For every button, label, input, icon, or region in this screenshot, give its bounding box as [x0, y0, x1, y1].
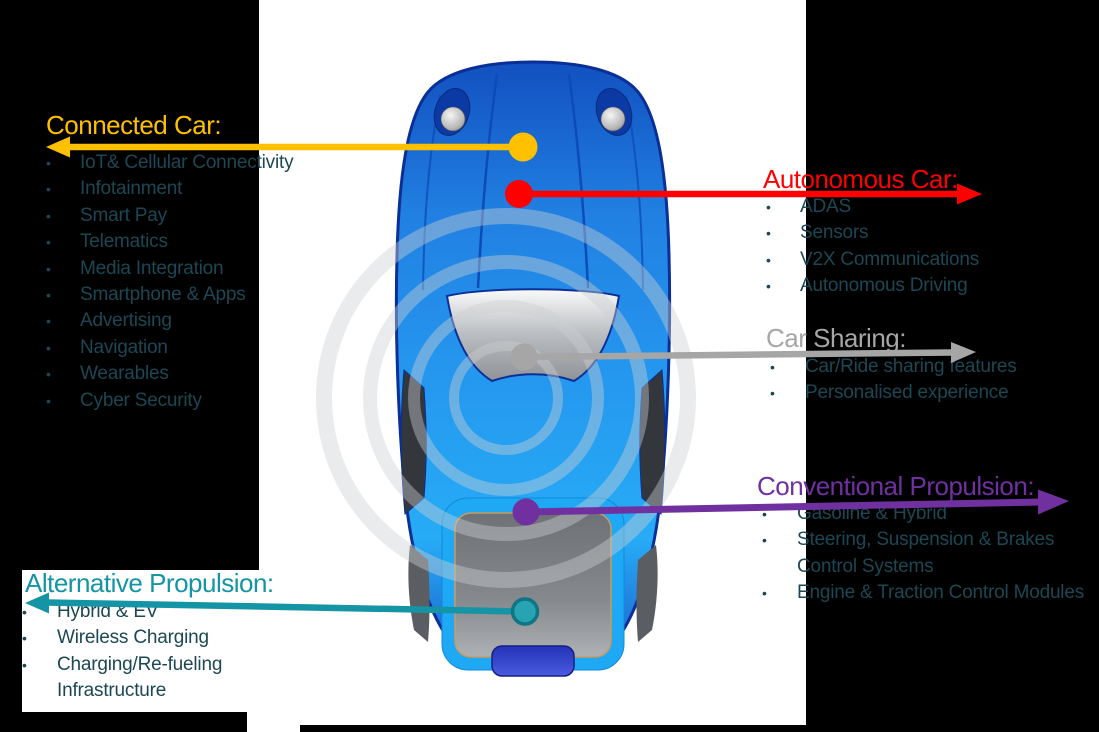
- list-item: •Sensors: [766, 220, 979, 246]
- bullet-icon: •: [46, 260, 51, 277]
- slide-white-area: [259, 0, 806, 727]
- bullet-icon: •: [46, 392, 51, 409]
- bullet-icon: •: [46, 313, 51, 330]
- alternative-propulsion-heading: Alternative Propulsion:: [25, 568, 274, 598]
- list-item: •Smart Pay: [46, 203, 293, 229]
- car-sharing-list: •Car/Ride sharing features •Personalised…: [770, 354, 1017, 407]
- conventional-propulsion-list: •Gasoline & Hybrid •Steering, Suspension…: [762, 501, 1087, 607]
- bullet-icon: •: [46, 181, 51, 198]
- bullet-icon: •: [770, 385, 775, 402]
- bullet-icon: •: [46, 155, 51, 171]
- list-item: •Charging/Re-fueling Infrastructure: [22, 653, 223, 702]
- bullet-icon: •: [762, 585, 767, 602]
- bullet-icon: •: [762, 506, 767, 522]
- bullet-icon: •: [22, 604, 27, 620]
- list-item: •Advertising: [46, 308, 293, 334]
- list-item: •Wireless Charging: [22, 625, 257, 651]
- bullet-icon: •: [766, 278, 771, 295]
- list-item: •Navigation: [46, 335, 293, 361]
- list-item: •Gasoline & Hybrid: [762, 501, 1087, 527]
- bullet-icon: •: [770, 359, 775, 375]
- list-item: •IoT& Cellular Connectivity: [46, 150, 294, 176]
- list-item: •Personalised experience: [770, 380, 1017, 406]
- list-item: •Cyber Security: [46, 388, 293, 414]
- list-item: •Telematics: [46, 229, 293, 255]
- bullet-icon: •: [766, 225, 771, 242]
- list-item: •Steering, Suspension & Brakes Control S…: [762, 529, 1055, 577]
- list-item: •Media Integration: [46, 256, 293, 282]
- list-item: •Hybrid & EV: [22, 599, 257, 625]
- bullet-icon: •: [22, 630, 27, 647]
- autonomous-car-list: •ADAS •Sensors •V2X Communications •Auto…: [766, 194, 979, 300]
- white-notch: [247, 712, 300, 732]
- list-item: •Autonomous Driving: [766, 273, 979, 299]
- conventional-propulsion-heading: Conventional Propulsion:: [757, 471, 1035, 501]
- autonomous-car-heading: Autonomous Car:: [763, 164, 958, 194]
- car-sharing-heading: Car Sharing:: [766, 323, 906, 353]
- bullet-icon: •: [46, 366, 51, 383]
- connected-car-heading: Connected Car:: [46, 110, 222, 140]
- list-item: •Car/Ride sharing features: [770, 354, 1017, 380]
- connected-car-list: •IoT& Cellular Connectivity •Infotainmen…: [46, 150, 294, 414]
- list-item: •Infotainment: [46, 176, 293, 202]
- alternative-propulsion-box: [22, 570, 260, 712]
- bullet-icon: •: [766, 199, 771, 215]
- bullet-icon: •: [762, 532, 767, 549]
- alternative-propulsion-list: •Hybrid & EV •Wireless Charging •Chargin…: [22, 599, 257, 705]
- bullet-icon: •: [46, 207, 51, 224]
- bottom-black-bar: [300, 725, 806, 732]
- list-item: •ADAS: [766, 194, 979, 220]
- list-item: •Smartphone & Apps: [46, 282, 293, 308]
- bullet-icon: •: [46, 234, 51, 251]
- list-item: •Wearables: [46, 361, 293, 387]
- list-item: •Engine & Traction Control Modules: [762, 580, 1087, 606]
- bullet-icon: •: [46, 339, 51, 356]
- bullet-icon: •: [22, 656, 27, 673]
- list-item: •V2X Communications: [766, 247, 979, 273]
- bullet-icon: •: [766, 251, 771, 268]
- bullet-icon: •: [46, 287, 51, 304]
